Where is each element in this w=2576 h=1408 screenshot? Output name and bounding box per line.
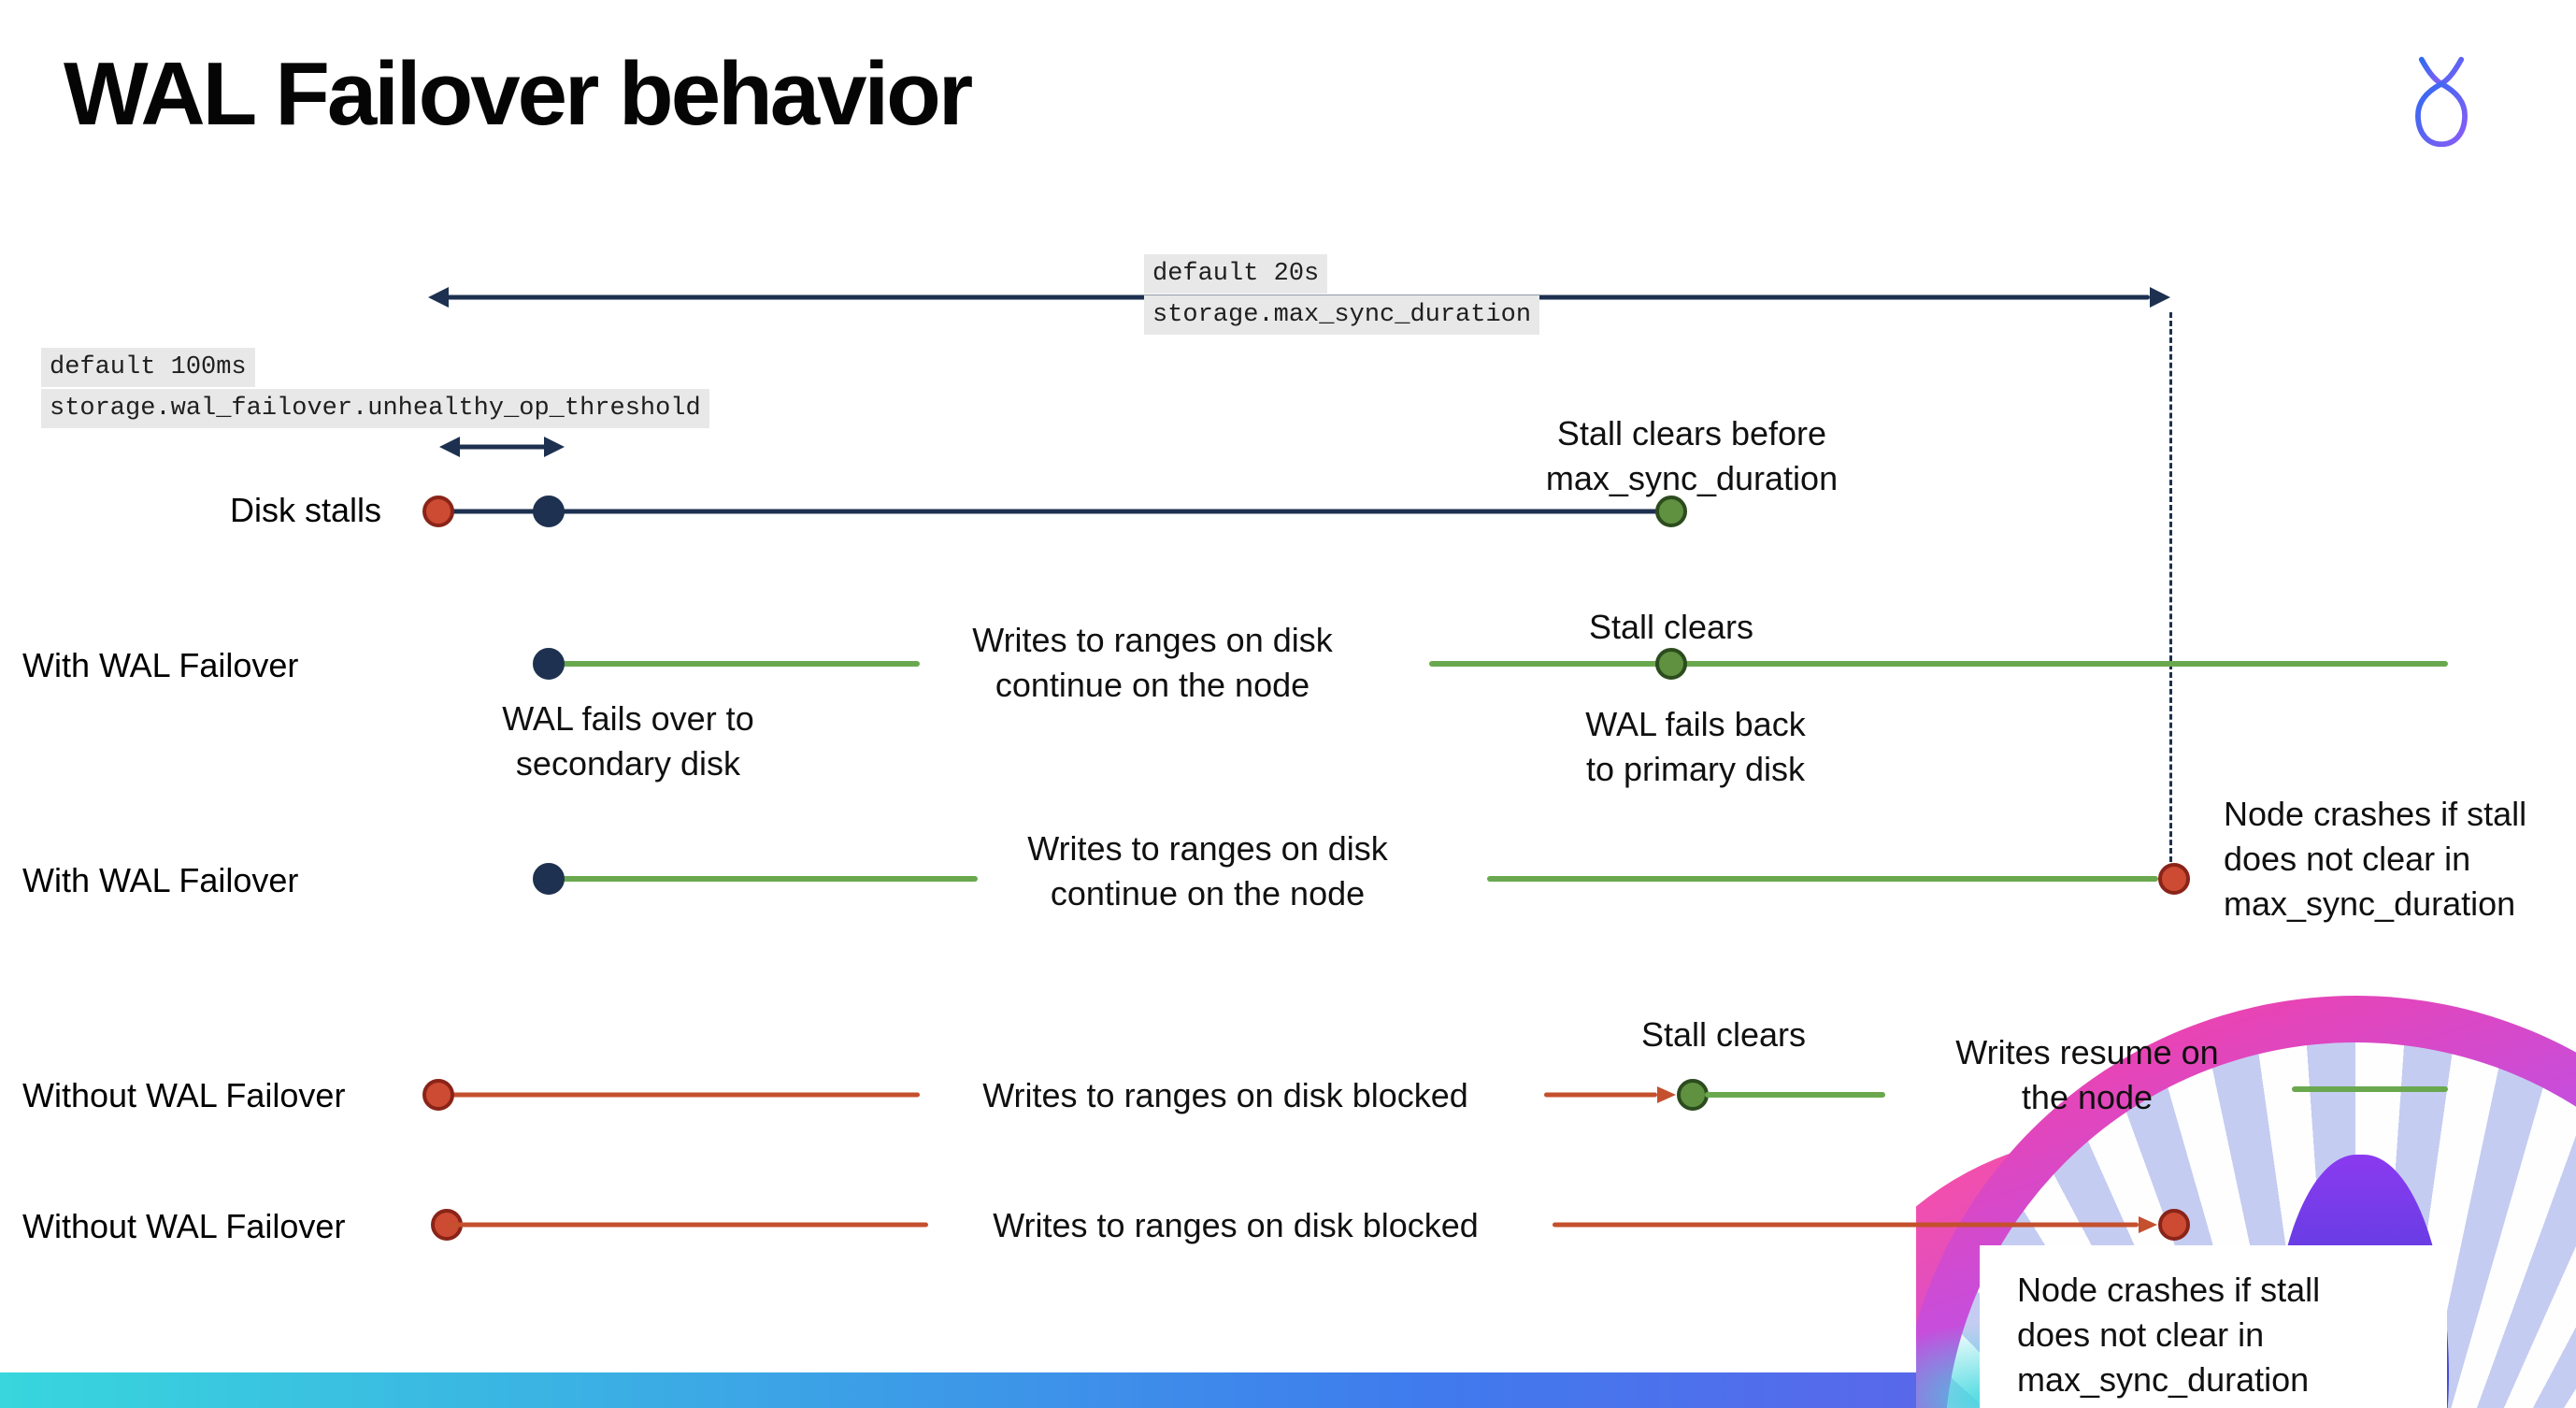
without-wal-1-clear-dot [1677, 1079, 1709, 1111]
cockroachdb-logo-icon [2415, 56, 2468, 148]
max-sync-arrowhead-right [2150, 287, 2170, 308]
without-wal-1-stall-clears-note: Stall clears [1640, 1015, 1807, 1054]
without-wal-2-arrowhead [2139, 1216, 2157, 1233]
op-threshold-callout: default 100ms storage.wal_failover.unhea… [41, 348, 709, 428]
op-threshold-arrowhead-right [544, 437, 565, 457]
with-wal-1-failover-dot [533, 648, 565, 680]
with-wal-1-stall-clears-note: Stall clears [1588, 608, 1754, 646]
disk-stalls-timeline [438, 509, 1671, 514]
with-wal-1-line-b [1429, 661, 2448, 667]
without-wal-1-start-dot [422, 1079, 454, 1111]
without-wal-1-resume-line-a [1705, 1092, 1885, 1098]
with-wal-2-writes-note: Writes to ranges on disk continue on the… [1027, 829, 1388, 912]
max-sync-callout: default 20s storage.max_sync_duration [1144, 254, 1540, 335]
with-wal-1-line-a [549, 661, 920, 667]
page-title: WAL Failover behavior [64, 44, 973, 144]
without-wal-1-arrowhead [1657, 1086, 1676, 1103]
without-wal-1-resume-line-b [2292, 1086, 2448, 1092]
with-wal-2-line-a [549, 876, 978, 882]
without-wal-1-blocked-note: Writes to ranges on disk blocked [982, 1076, 1468, 1114]
max-sync-default-label: default 20s [1144, 254, 1328, 294]
with-wal-2-failover-dot [533, 863, 565, 895]
op-threshold-default-label: default 100ms [41, 348, 255, 387]
without-wal-2-crash-callout-box: Node crashes if stall does not clear in … [1980, 1245, 2447, 1408]
op-threshold-setting-label: storage.wal_failover.unhealthy_op_thresh… [41, 389, 709, 428]
max-sync-setting-label: storage.max_sync_duration [1144, 295, 1540, 335]
without-wal-2-crash-note: Node crashes if stall does not clear in … [2017, 1271, 2321, 1399]
without-wal-1-line-a [438, 1092, 920, 1098]
without-wal-2-line-b [1553, 1222, 2139, 1228]
row-label-without-wal-2: Without WAL Failover [22, 1207, 346, 1245]
row-label-without-wal-1: Without WAL Failover [22, 1076, 346, 1114]
with-wal-1-clear-dot [1655, 648, 1687, 680]
row-label-disk-stalls: Disk stalls [230, 491, 382, 529]
without-wal-1-line-b [1544, 1092, 1657, 1098]
with-wal-1-failback-note: WAL fails back to primary disk [1585, 705, 1806, 788]
row-label-with-wal-2: With WAL Failover [22, 861, 299, 899]
with-wal-2-line-b [1487, 876, 2158, 882]
op-threshold-arrowhead-left [439, 437, 460, 457]
without-wal-2-crash-dot [2158, 1209, 2190, 1241]
without-wal-2-line-a [447, 1222, 928, 1228]
with-wal-2-crash-note: Node crashes if stall does not clear in … [2224, 795, 2527, 923]
without-wal-2-blocked-note: Writes to ranges on disk blocked [993, 1206, 1479, 1244]
with-wal-2-crash-dot [2158, 863, 2190, 895]
disk-stall-start-dot [422, 496, 454, 527]
without-wal-1-resume-note: Writes resume on the node [1955, 1033, 2219, 1116]
max-sync-arrowhead-left [428, 287, 449, 308]
row-label-with-wal-1: With WAL Failover [22, 646, 299, 684]
disk-stall-clear-dot [1655, 496, 1687, 527]
disk-stall-threshold-dot [533, 496, 565, 527]
max-sync-dashed-line [2169, 312, 2172, 862]
with-wal-1-failover-note: WAL fails over to secondary disk [502, 699, 754, 783]
op-threshold-arrow-line [456, 444, 546, 450]
with-wal-1-writes-note: Writes to ranges on disk continue on the… [972, 621, 1333, 704]
stall-clears-before-note: Stall clears before max_sync_duration [1545, 414, 1839, 497]
